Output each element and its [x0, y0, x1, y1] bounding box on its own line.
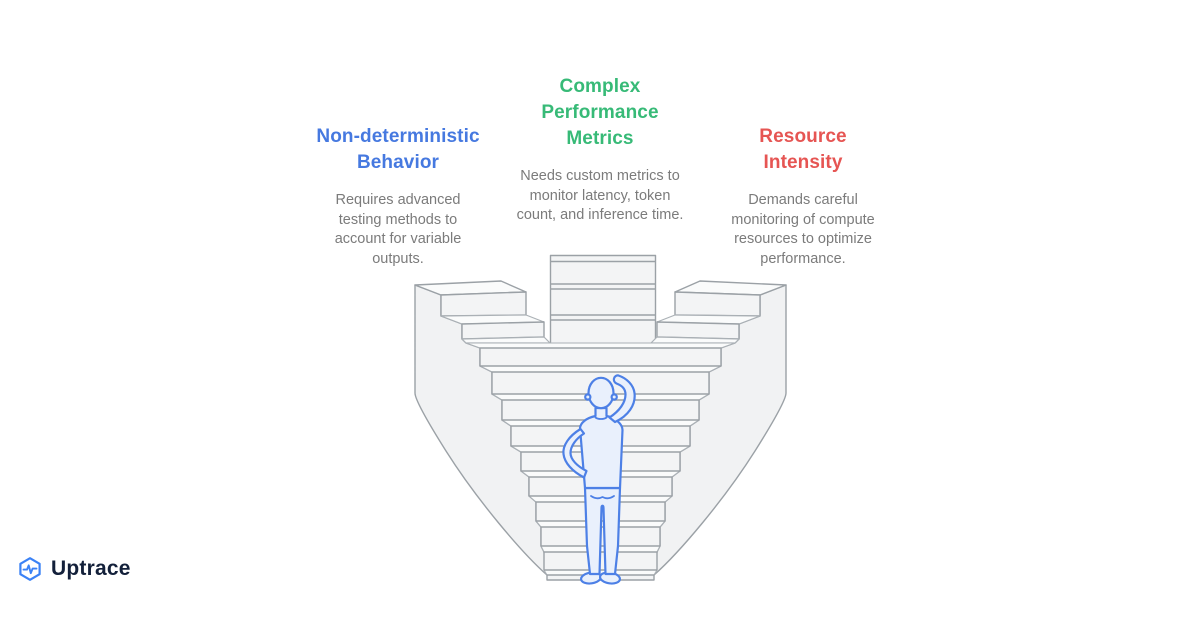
person-collar	[594, 416, 608, 420]
uptrace-logo: Uptrace	[17, 556, 131, 582]
uptrace-wordmark: Uptrace	[51, 557, 131, 580]
challenge-card-complex-performance-metrics: Complex Performance Metrics Needs custom…	[500, 74, 700, 226]
person-head	[587, 376, 615, 410]
card-description: Demands careful monitoring of compute re…	[731, 192, 875, 267]
card-heading-line: Complex	[559, 76, 641, 97]
challenge-card-resource-intensity: Resource Intensity Demands careful monit…	[703, 124, 903, 269]
staircase-illustration	[394, 248, 807, 598]
card-heading-line: Non-deterministic	[316, 126, 480, 147]
person-legs	[583, 486, 622, 576]
card-heading-line: Behavior	[356, 152, 440, 173]
staircase-graphic	[414, 254, 787, 585]
uptrace-hexagon-pulse-icon	[17, 556, 43, 582]
person-left-ear	[584, 393, 592, 401]
card-heading-line: Metrics	[566, 128, 634, 149]
card-heading-line: Resource	[759, 126, 847, 147]
card-heading-line: Intensity	[763, 152, 843, 173]
person-akimbo-arm	[562, 427, 588, 479]
card-description: Requires advanced testing methods to acc…	[334, 192, 462, 267]
card-description: Needs custom metrics to monitor latency,…	[516, 168, 684, 223]
person-right-ear	[610, 393, 618, 401]
challenge-card-non-deterministic-behavior: Non-deterministic Behavior Requires adva…	[291, 124, 505, 269]
card-heading: Complex Performance Metrics	[500, 74, 700, 152]
person-raised-arm	[608, 374, 636, 424]
card-heading: Resource Intensity	[703, 124, 903, 176]
person-figure	[562, 374, 636, 585]
card-heading: Non-deterministic Behavior	[291, 124, 505, 176]
card-heading-line: Performance	[541, 102, 659, 123]
person-hip-crease	[590, 495, 615, 500]
left-wing-steps	[414, 280, 551, 344]
right-wing-steps	[650, 280, 787, 344]
